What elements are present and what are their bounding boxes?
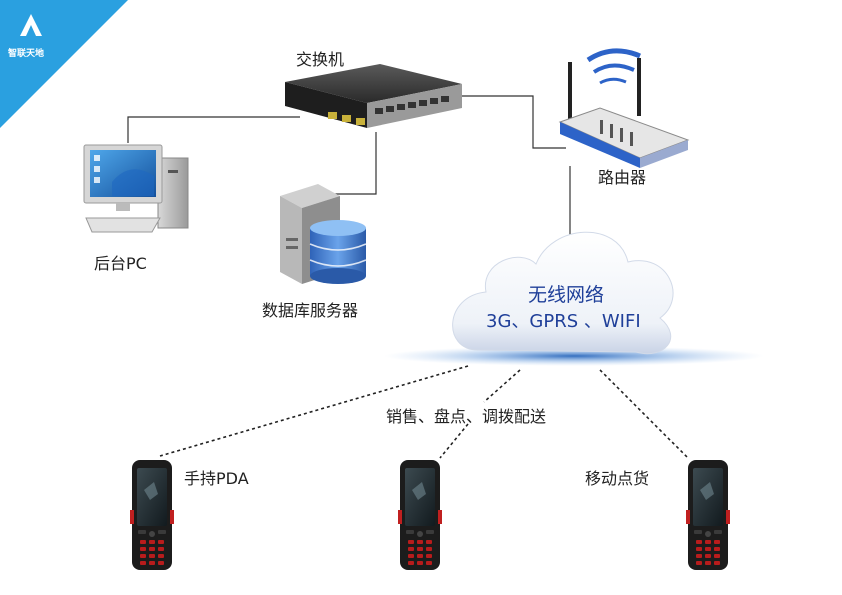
label-db-server: 数据库服务器 <box>262 301 359 320</box>
line-switch-to-router <box>456 95 566 149</box>
database-server-device <box>280 184 367 284</box>
line-cloud-to-pda-middle-b <box>439 423 469 459</box>
label-mobile-stock: 移动点货 <box>585 469 650 488</box>
logo <box>0 0 128 128</box>
cloud-title: 无线网络 <box>528 284 605 306</box>
switch-device <box>285 64 462 128</box>
logo-text: 智联天地 <box>8 49 45 59</box>
line-switch-to-pc <box>127 116 300 143</box>
pc-device <box>83 144 189 233</box>
line-cloud-to-pda-right <box>599 369 689 459</box>
pda-device-middle <box>398 460 442 570</box>
mountain-a-logo-icon <box>20 14 42 36</box>
wireless-connections <box>159 365 689 459</box>
pda-device-right <box>686 460 730 570</box>
label-functions: 销售、盘点、调拨配送 <box>386 407 547 426</box>
wired-connections <box>127 95 571 245</box>
label-handheld: 手持PDA <box>184 469 249 488</box>
label-router: 路由器 <box>598 168 647 187</box>
line-switch-to-db <box>335 132 377 195</box>
line-cloud-to-pda-middle-a <box>483 369 521 403</box>
label-switch: 交换机 <box>296 50 345 69</box>
pda-device-left <box>130 460 174 570</box>
router-device <box>558 48 690 168</box>
label-pc: 后台PC <box>94 254 147 273</box>
wireless-cloud <box>384 231 764 366</box>
cloud-subtitle: 3G、GPRS 、WIFI <box>486 311 641 332</box>
